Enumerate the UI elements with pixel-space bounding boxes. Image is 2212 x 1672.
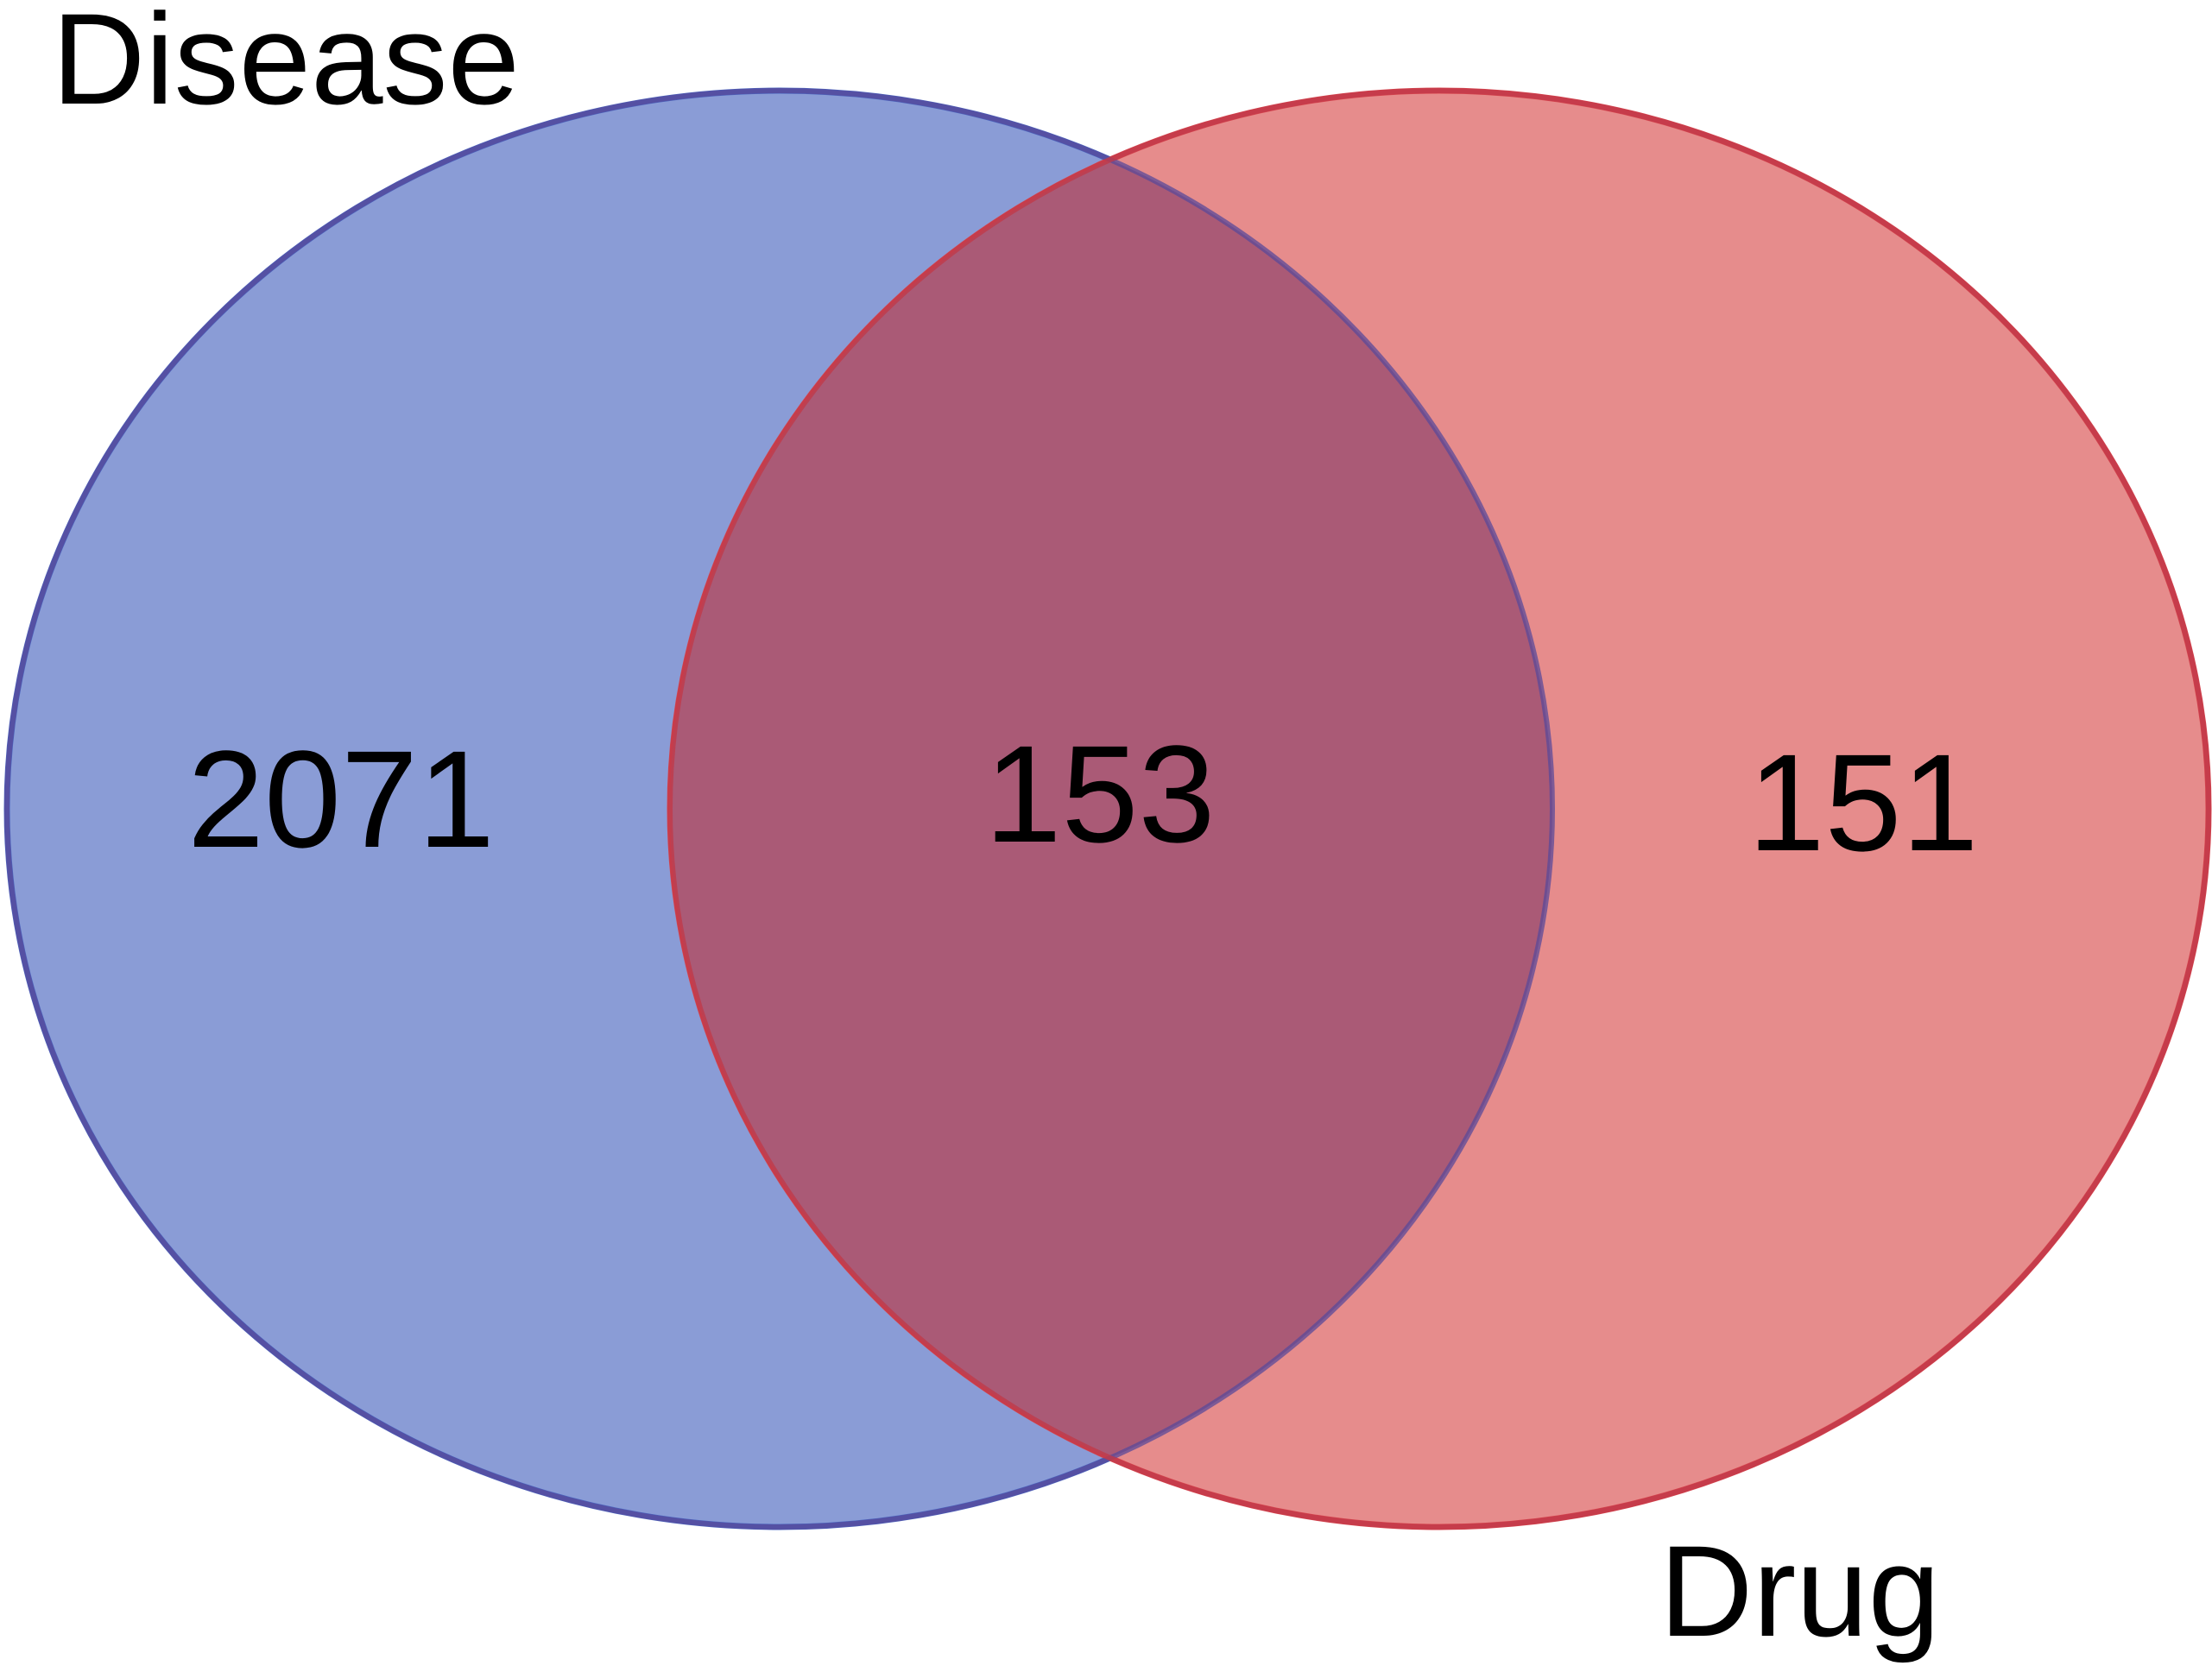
disease-only-count: 2071 [187,722,495,876]
drug-only-count: 151 [1748,725,1979,880]
intersection-count: 153 [985,716,1216,871]
intersection-region [670,91,1552,1527]
disease-set-outline [4,88,1555,1530]
drug-set-label: Drug [1659,1518,1940,1663]
drug-set-outline [667,88,2211,1530]
disease-set-label: Disease [52,0,520,131]
